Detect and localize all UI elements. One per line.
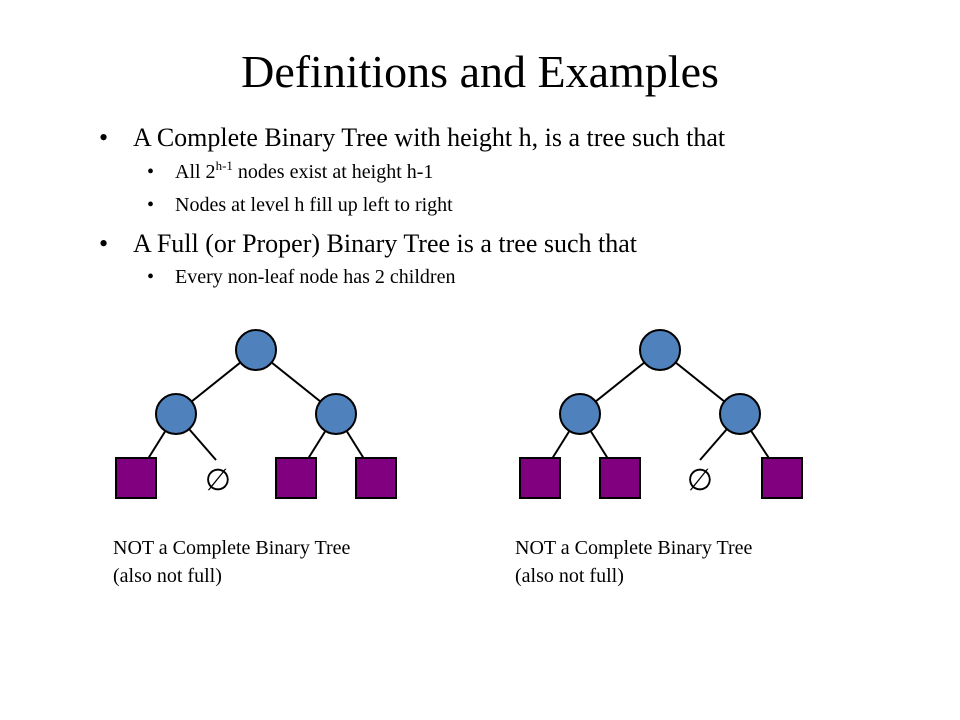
rule-1-prefix: All 2 bbox=[175, 161, 216, 183]
internal-node bbox=[155, 393, 197, 435]
sub-bullet-dot: • bbox=[147, 161, 155, 183]
caption-line-2: (also not full) bbox=[515, 565, 624, 587]
caption-line-2: (also not full) bbox=[113, 565, 222, 587]
slide-title: Definitions and Examples bbox=[241, 46, 719, 97]
bullet-dot: • bbox=[99, 229, 109, 258]
empty-leaf-symbol: ∅ bbox=[205, 463, 231, 498]
rule-1-suffix: nodes exist at height h-1 bbox=[232, 161, 434, 183]
root-node bbox=[235, 329, 277, 371]
internal-node bbox=[315, 393, 357, 435]
example-tree-2: ∅ bbox=[519, 329, 803, 499]
root-node bbox=[639, 329, 681, 371]
internal-node bbox=[719, 393, 761, 435]
leaf-node bbox=[275, 457, 317, 499]
full-tree-rule-1: • Every non-leaf node has 2 children bbox=[147, 265, 456, 289]
complete-tree-definition: • A Complete Binary Tree with height h, … bbox=[99, 123, 726, 153]
internal-node bbox=[559, 393, 601, 435]
leaf-node bbox=[115, 457, 157, 499]
full-tree-text: A Full (or Proper) Binary Tree is a tree… bbox=[133, 229, 638, 258]
example-2-caption: NOT a Complete Binary Tree (also not ful… bbox=[515, 534, 752, 590]
example-1-caption: NOT a Complete Binary Tree (also not ful… bbox=[113, 534, 350, 590]
empty-leaf-symbol: ∅ bbox=[687, 463, 713, 498]
rule-1-superscript: h-1 bbox=[215, 158, 233, 173]
complete-tree-text: A Complete Binary Tree with height h, is… bbox=[133, 123, 726, 152]
leaf-node bbox=[761, 457, 803, 499]
sub-bullet-dot: • bbox=[147, 194, 155, 216]
leaf-node bbox=[519, 457, 561, 499]
leaf-node bbox=[599, 457, 641, 499]
complete-tree-rule-2: • Nodes at level h fill up left to right bbox=[147, 193, 453, 217]
example-tree-1: ∅ bbox=[115, 329, 397, 499]
sub-bullet-dot: • bbox=[147, 266, 155, 288]
caption-line-1: NOT a Complete Binary Tree bbox=[113, 537, 351, 559]
full-rule-text: Every non-leaf node has 2 children bbox=[175, 266, 456, 288]
bullet-dot: • bbox=[99, 123, 109, 152]
rule-2-text: Nodes at level h fill up left to right bbox=[175, 194, 453, 216]
definition-list: • A Complete Binary Tree with height h, … bbox=[0, 0, 960, 300]
caption-line-1: NOT a Complete Binary Tree bbox=[515, 537, 753, 559]
complete-tree-rule-1: • All 2h-1 nodes exist at height h-1 bbox=[147, 158, 434, 184]
full-tree-definition: • A Full (or Proper) Binary Tree is a tr… bbox=[99, 229, 638, 259]
leaf-node bbox=[355, 457, 397, 499]
